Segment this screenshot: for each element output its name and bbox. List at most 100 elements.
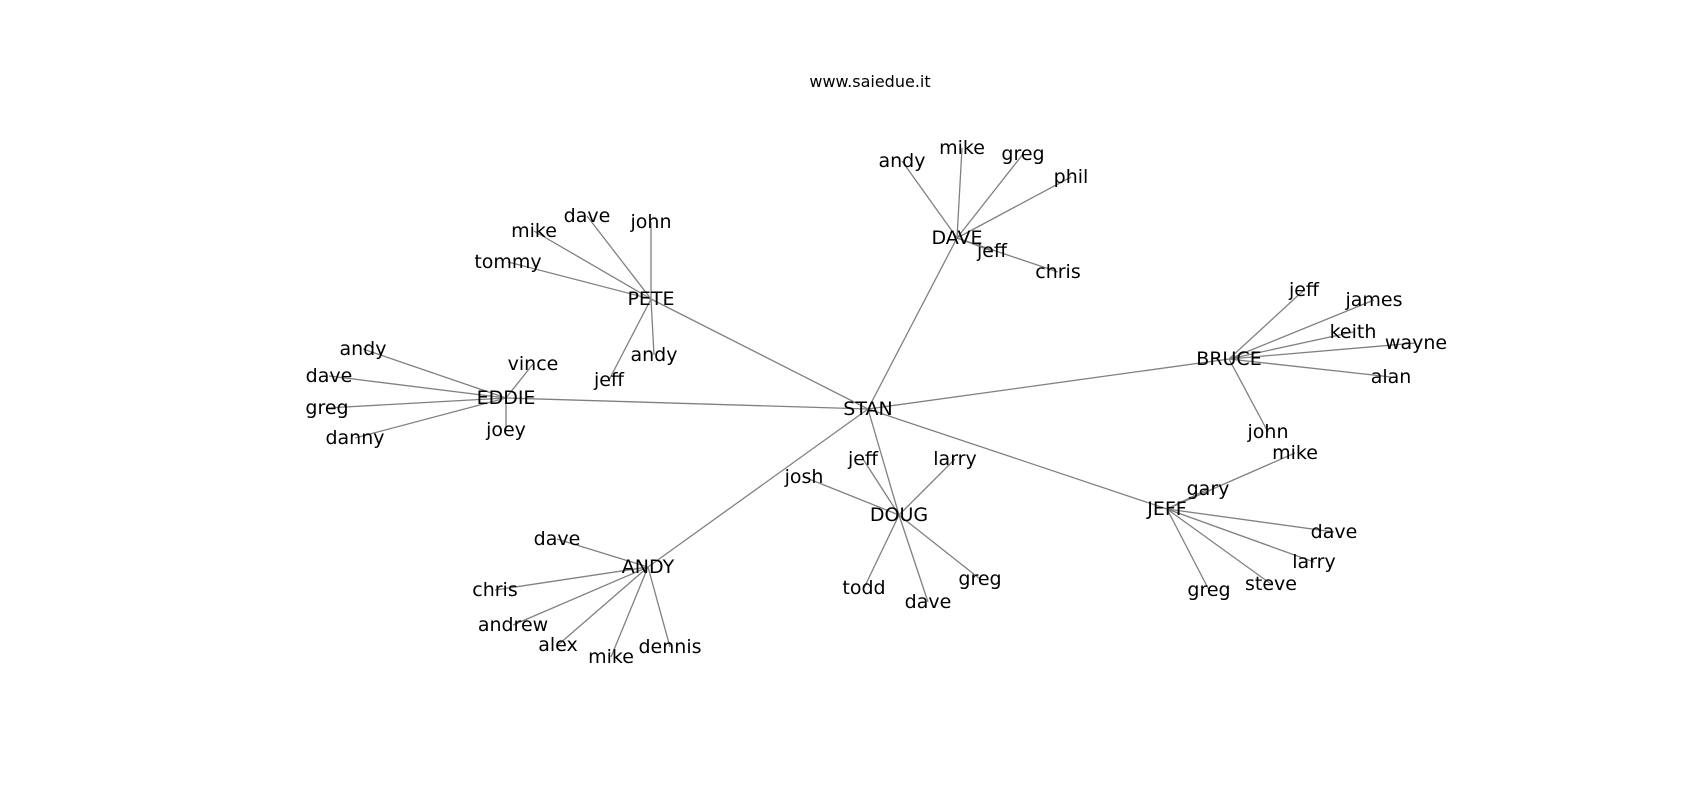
edge-jeff_hub-jeff_mike: [1166, 452, 1296, 510]
leaf-node-pete-mike: mike: [511, 220, 557, 242]
leaf-node-bruce-alan: alan: [1371, 366, 1412, 388]
hub-node-andy-hub: ANDY: [622, 556, 675, 578]
hub-node-pete: PETE: [627, 288, 674, 310]
leaf-node-doug-jeff: jeff: [847, 448, 879, 470]
hub-node-eddie: EDDIE: [477, 387, 536, 409]
edge-pete-pete_andy: [650, 298, 655, 356]
leaf-node-andy-chris: chris: [472, 579, 517, 601]
leaf-node-eddie-greg: greg: [305, 397, 348, 419]
edge-stan-jeff_hub: [867, 408, 1168, 510]
edge-dave_hub-dave_andy: [901, 160, 958, 239]
leaf-node-dave-mike: mike: [939, 137, 985, 159]
edge-stan-eddie: [505, 397, 869, 410]
leaf-node-pete-dave: dave: [564, 205, 611, 227]
caption: www.saiedue.it: [809, 72, 930, 91]
leaf-node-pete-john: john: [630, 211, 672, 233]
edge-doug-doug_dave: [898, 514, 929, 603]
edge-pete-pete_mike: [533, 230, 652, 300]
leaf-node-andy-alex: alex: [538, 634, 578, 656]
leaf-node-dave-andy: andy: [879, 150, 926, 172]
hub-node-doug: DOUG: [870, 504, 928, 526]
edge-stan-bruce: [867, 358, 1230, 410]
leaf-node-jeff-steve: steve: [1245, 573, 1297, 595]
edge-andy_hub-andy_chris: [494, 566, 649, 591]
leaf-node-bruce-jeff: jeff: [1288, 279, 1320, 301]
leaf-node-dave-phil: phil: [1054, 166, 1089, 188]
leaf-node-dave-chris: chris: [1035, 261, 1080, 283]
leaf-node-pete-andy: andy: [631, 344, 678, 366]
leaf-node-eddie-andy: andy: [340, 338, 387, 360]
edge-doug-doug_jeff: [862, 458, 900, 516]
leaf-node-eddie-vince: vince: [508, 353, 559, 375]
edge-jeff_hub-jeff_gary: [1166, 488, 1209, 510]
edge-eddie-eddie_andy: [362, 348, 507, 399]
leaf-node-jeff-larry: larry: [1292, 551, 1335, 573]
edge-layer: [326, 147, 1417, 658]
edge-andy_hub-andy_dave: [556, 538, 649, 568]
leaf-node-doug-greg: greg: [958, 568, 1001, 590]
edge-andy_hub-andy_dennis: [647, 566, 671, 648]
hub-node-dave-hub: DAVE: [931, 227, 982, 249]
edge-doug-doug_todd: [863, 514, 900, 589]
hub-node-stan: STAN: [843, 398, 892, 420]
leaf-node-doug-josh: josh: [784, 466, 824, 488]
leaf-node-andy-dave: dave: [534, 528, 581, 550]
leaf-node-dave-jeff: jeff: [976, 240, 1008, 262]
leaf-node-andy-mike: mike: [588, 646, 634, 668]
edge-pete-pete_jeff: [608, 298, 652, 381]
edge-eddie-eddie_greg: [326, 397, 507, 409]
edge-bruce-bruce_alan: [1228, 358, 1392, 378]
edge-stan-andy_hub: [647, 408, 869, 568]
edge-bruce-bruce_james: [1228, 299, 1375, 360]
leaf-node-doug-larry: larry: [933, 448, 976, 470]
edge-dave_hub-dave_chris: [956, 237, 1059, 273]
edge-bruce-bruce_john: [1228, 358, 1269, 433]
edge-jeff_hub-jeff_steve: [1166, 508, 1272, 585]
leaf-node-eddie-danny: danny: [325, 427, 384, 449]
hub-node-jeff-hub: JEFF: [1146, 498, 1186, 520]
edge-doug-doug_larry: [898, 458, 956, 516]
edge-stan-doug: [867, 408, 900, 516]
edge-andy_hub-andy_andrew: [512, 566, 649, 626]
edge-eddie-eddie_vince: [505, 363, 534, 399]
edge-bruce-bruce_keith: [1228, 331, 1354, 360]
leaf-node-bruce-john: john: [1247, 421, 1289, 443]
edge-stan-pete: [650, 298, 869, 410]
edge-pete-pete_dave: [586, 215, 652, 300]
leaf-node-eddie-dave: dave: [306, 365, 353, 387]
leaf-node-doug-todd: todd: [842, 577, 885, 599]
leaf-node-pete-jeff: jeff: [593, 369, 625, 391]
edge-eddie-eddie_danny: [354, 397, 507, 439]
edge-jeff_hub-jeff_greg: [1166, 508, 1210, 591]
leaf-node-doug-dave: dave: [905, 591, 952, 613]
leaf-node-andy-dennis: dennis: [638, 636, 701, 658]
edge-andy_hub-andy_alex: [557, 566, 649, 646]
edge-bruce-bruce_wayne: [1228, 342, 1417, 360]
edge-doug-doug_greg: [898, 514, 981, 580]
leaf-node-jeff-mike: mike: [1272, 442, 1318, 464]
leaf-node-bruce-keith: keith: [1330, 321, 1377, 343]
edge-doug-doug_josh: [803, 476, 900, 516]
hub-node-bruce: BRUCE: [1196, 348, 1261, 370]
edge-andy_hub-andy_mike: [610, 566, 649, 658]
leaf-node-dave-greg: greg: [1001, 143, 1044, 165]
edge-stan-dave_hub: [867, 237, 958, 410]
leaf-node-jeff-greg: greg: [1187, 579, 1230, 601]
edge-dave_hub-dave_mike: [956, 147, 963, 239]
edge-dave_hub-dave_greg: [956, 153, 1024, 239]
leaf-node-jeff-dave: dave: [1311, 521, 1358, 543]
leaf-node-bruce-wayne: wayne: [1385, 332, 1447, 354]
leaf-node-bruce-james: james: [1344, 289, 1402, 311]
leaf-node-jeff-gary: gary: [1187, 478, 1230, 500]
edge-dave_hub-dave_phil: [956, 176, 1072, 239]
edge-jeff_hub-jeff_larry: [1166, 508, 1315, 563]
edge-pete-pete_tommy: [507, 261, 652, 300]
edge-jeff_hub-jeff_dave: [1166, 508, 1335, 533]
leaf-node-andy-andrew: andrew: [478, 614, 548, 636]
leaf-node-eddie-joey: joey: [485, 419, 526, 441]
edge-bruce-bruce_jeff: [1228, 289, 1305, 360]
leaf-node-pete-tommy: tommy: [474, 251, 541, 273]
edge-eddie-eddie_dave: [328, 375, 507, 399]
